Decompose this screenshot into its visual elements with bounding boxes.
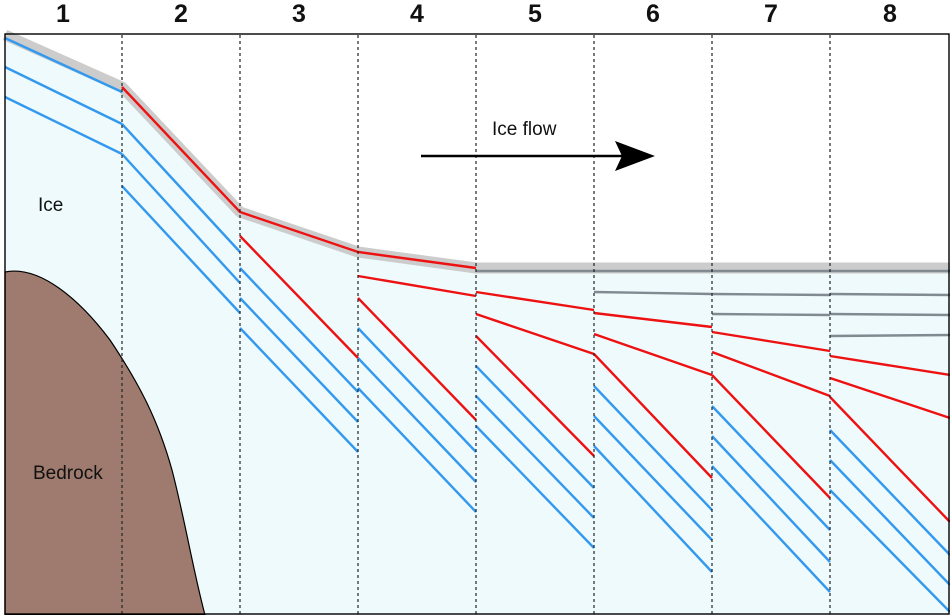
column-number-2: 2	[174, 0, 188, 28]
ice-flow-label: Ice flow	[492, 119, 557, 140]
column-2-layers	[121, 123, 241, 314]
ice-label: Ice	[38, 195, 63, 216]
column-numbers: 1 2 3 4 5 6 7 8	[56, 0, 897, 28]
column-6-layers	[593, 290, 713, 573]
column-8-layers	[829, 292, 950, 613]
column-4-layers	[357, 274, 477, 513]
column-dividers	[121, 35, 831, 615]
column-number-8: 8	[883, 0, 897, 28]
column-number-5: 5	[528, 0, 542, 28]
bedrock	[4, 270, 206, 615]
column-number-6: 6	[646, 0, 660, 28]
column-5-layers	[475, 290, 595, 549]
column-3-layers	[239, 235, 359, 453]
right-arrow-icon	[421, 141, 655, 171]
ice-body	[5, 35, 950, 615]
bedrock-label: Bedrock	[33, 463, 103, 484]
diagram-frame	[4, 33, 950, 615]
surface-line-red	[121, 86, 477, 270]
column-number-4: 4	[410, 0, 424, 28]
column-number-1: 1	[56, 0, 70, 28]
column-7-layers	[711, 292, 831, 593]
column-number-7: 7	[764, 0, 778, 28]
column-number-3: 3	[292, 0, 306, 28]
column-1-layers	[4, 36, 123, 156]
